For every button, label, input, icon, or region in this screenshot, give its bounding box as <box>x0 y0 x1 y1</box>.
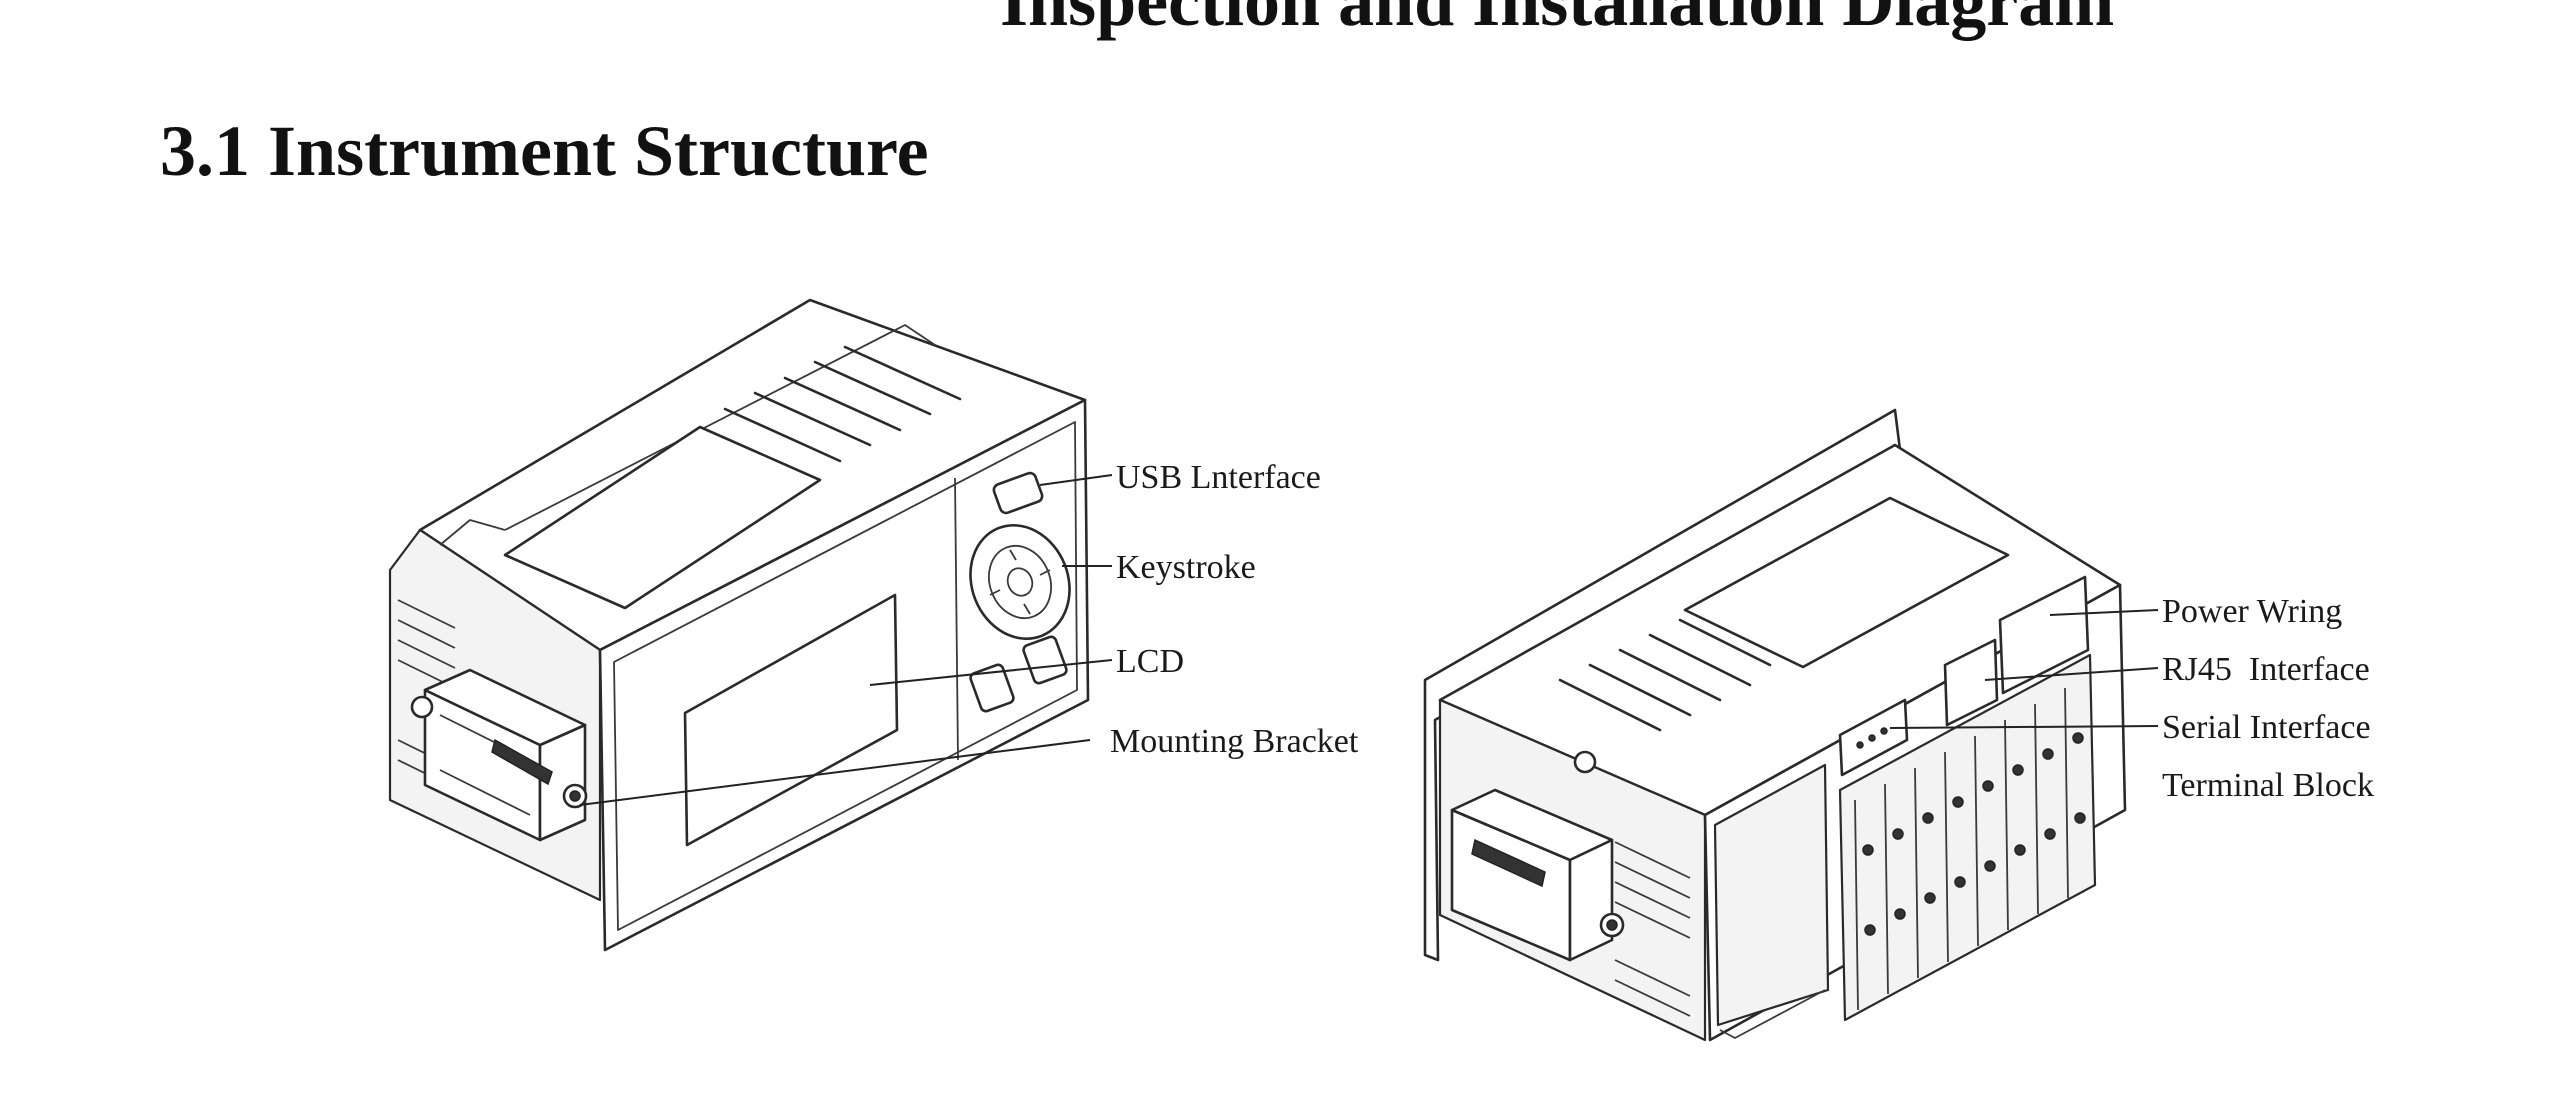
label-lcd: LCD <box>1116 643 1184 680</box>
label-mounting-bracket: Mounting Bracket <box>1110 723 1359 760</box>
label-serial-interface: Serial Interface <box>2162 709 2371 746</box>
rear-mounting-bracket <box>1450 788 1625 962</box>
cut-off-chapter-heading: Inspection and Installation Diagram <box>1000 0 2114 43</box>
cut-heading-text: Inspection and Installation Diagram <box>1000 0 2115 41</box>
rear-side-vents <box>1614 841 1691 1017</box>
label-power-wiring: Power Wring <box>2162 593 2342 630</box>
rear-view-instrument <box>1423 408 2127 1042</box>
function-button-left <box>969 663 1015 713</box>
label-usb-interface: USB Lnterface <box>1116 459 1321 496</box>
front-mounting-bracket <box>423 668 588 842</box>
usb-port <box>992 471 1044 515</box>
power-connector <box>1998 575 2090 695</box>
rear-top-label-area <box>1683 496 2010 669</box>
keypad <box>969 523 1071 641</box>
terminal-columns <box>1854 687 2069 1011</box>
section-heading: 3.1 Instrument Structure <box>160 111 929 191</box>
rear-leader-lines <box>1889 609 2159 729</box>
terminal-block <box>1838 653 2097 1022</box>
function-button-right <box>1022 635 1068 685</box>
front-view-instrument <box>388 298 1090 952</box>
label-rj45-interface: RJ45 Interface <box>2162 651 2370 688</box>
rj45-port <box>1943 638 1999 727</box>
front-leader-lines <box>579 474 1113 806</box>
rear-top-vents <box>1558 618 1772 732</box>
rear-view-bezel <box>1423 408 1902 962</box>
label-keystroke: Keystroke <box>1116 549 1256 586</box>
label-terminal-block: Terminal Block <box>2162 767 2374 804</box>
front-top-vents <box>723 345 962 463</box>
front-top-label-area <box>503 425 822 610</box>
lcd-screen <box>683 593 899 847</box>
terminal-screws <box>1862 732 2086 936</box>
